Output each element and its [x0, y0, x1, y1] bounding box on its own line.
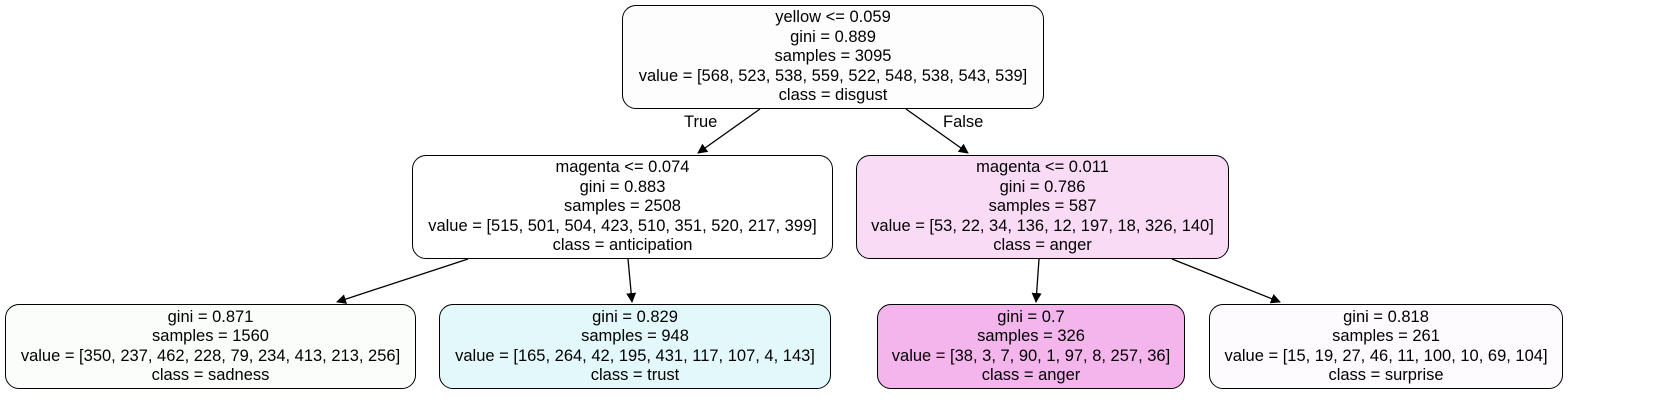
- node-line: value = [15, 19, 27, 46, 11, 100, 10, 69…: [1224, 346, 1548, 365]
- edge-root-right: [905, 108, 969, 154]
- node-line: class = anticipation: [552, 236, 693, 255]
- edge-root-left: [697, 108, 761, 154]
- node-line: gini = 0.829: [592, 307, 678, 326]
- node-line: gini = 0.871: [167, 307, 254, 326]
- node-line: gini = 0.7: [997, 307, 1065, 326]
- edge-label-true: True: [684, 113, 718, 131]
- edge-right-leftleaf: [1031, 258, 1042, 303]
- node-line: gini = 0.889: [790, 27, 876, 46]
- node-line: samples = 948: [581, 327, 689, 345]
- node-line: samples = 261: [1332, 327, 1440, 345]
- node-line: gini = 0.786: [999, 177, 1086, 196]
- node-line: gini = 0.818: [1343, 307, 1429, 326]
- node-line: yellow <= 0.059: [775, 8, 891, 27]
- node-line: magenta <= 0.074: [555, 158, 690, 177]
- node-line: value = [568, 523, 538, 559, 522, 548, 5…: [638, 66, 1028, 85]
- edge-label-false: False: [943, 113, 984, 131]
- node-line: value = [165, 264, 42, 195, 431, 117, 10…: [455, 346, 815, 365]
- edge-right-rightleaf: [1171, 258, 1281, 304]
- node-line: class = surprise: [1328, 366, 1444, 384]
- node-line: samples = 2508: [564, 197, 681, 216]
- node-line: samples = 587: [988, 197, 1097, 216]
- node-line: class = sadness: [151, 366, 270, 384]
- node-line: magenta <= 0.011: [976, 158, 1109, 177]
- node-line: samples = 1560: [152, 327, 269, 345]
- node-line: samples = 3095: [774, 47, 892, 66]
- node-line: value = [38, 3, 7, 90, 1, 97, 8, 257, 36…: [891, 346, 1171, 365]
- node-line: class = trust: [590, 366, 680, 384]
- node-line: class = anger: [981, 366, 1081, 384]
- node-line: value = [350, 237, 462, 228, 79, 234, 41…: [20, 346, 401, 365]
- node-line: samples = 326: [977, 327, 1085, 345]
- node-line: class = disgust: [778, 86, 888, 105]
- node-line: value = [53, 22, 34, 136, 12, 197, 18, 3…: [871, 216, 1214, 235]
- node-line: value = [515, 501, 504, 423, 510, 351, 5…: [428, 216, 817, 235]
- node-line: gini = 0.883: [579, 177, 666, 196]
- node-line: class = anger: [993, 236, 1092, 255]
- edge-left-rightleaf: [626, 258, 637, 303]
- edge-left-leftleaf: [336, 258, 469, 304]
